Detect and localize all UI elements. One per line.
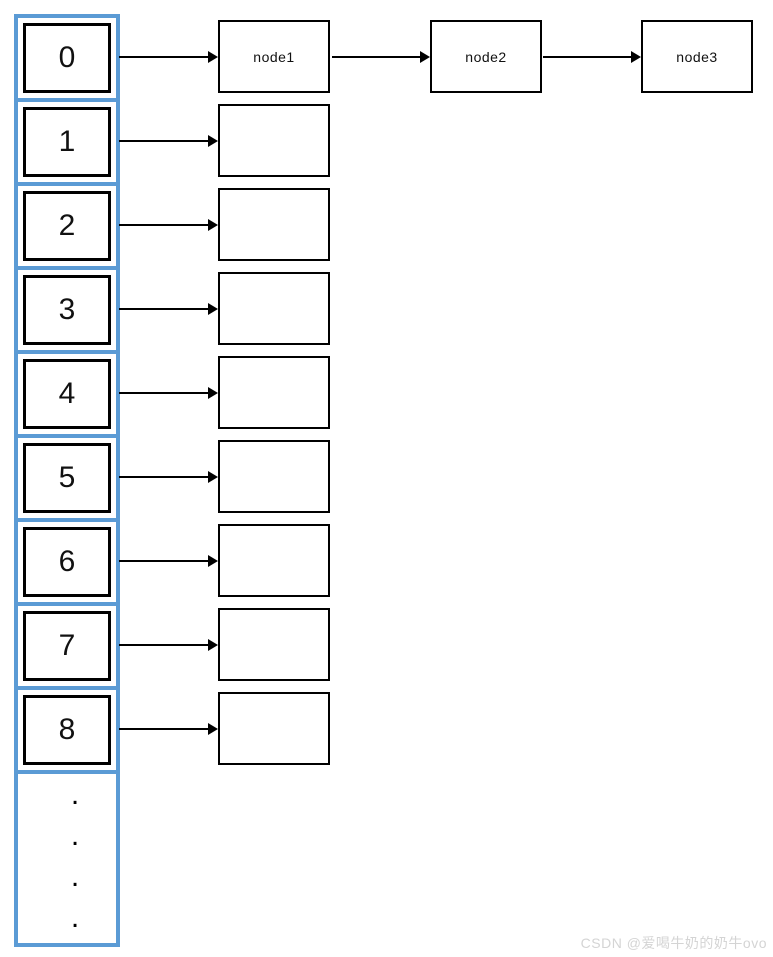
list-node-label: node1: [253, 48, 295, 65]
watermark-text: CSDN @爱喝牛奶的奶牛ovo: [580, 935, 767, 951]
list-node-box: [218, 440, 330, 513]
list-node-label: node2: [465, 48, 507, 65]
list-node-box: node3: [641, 20, 753, 93]
list-node-box: node2: [430, 20, 542, 93]
right-arrow-icon: [119, 219, 218, 231]
array-cell: 6: [14, 518, 120, 606]
bucket-index-label: 0: [58, 41, 76, 74]
list-node-box: [218, 608, 330, 681]
bucket-index-label: 2: [58, 209, 76, 242]
ellipsis-dot: .: [70, 901, 80, 934]
bucket-index-box: 0: [23, 23, 111, 93]
right-arrow-icon: [119, 135, 218, 147]
right-arrow-icon: [119, 555, 218, 567]
array-cell: 2: [14, 182, 120, 270]
list-node-box: [218, 104, 330, 177]
bucket-index-box: 7: [23, 611, 111, 681]
array-cell: 1: [14, 98, 120, 186]
array-cell: 7: [14, 602, 120, 690]
ellipsis-dot: .: [70, 860, 80, 893]
right-arrow-icon: [119, 639, 218, 651]
bucket-index-box: 8: [23, 695, 111, 765]
bucket-index-box: 5: [23, 443, 111, 513]
list-node-box: [218, 692, 330, 765]
right-arrow-icon: [119, 723, 218, 735]
bucket-index-box: 3: [23, 275, 111, 345]
bucket-index-label: 1: [58, 125, 76, 158]
right-arrow-icon: [543, 51, 641, 63]
right-arrow-icon: [119, 471, 218, 483]
array-cell: 5: [14, 434, 120, 522]
right-arrow-icon: [119, 387, 218, 399]
bucket-index-label: 6: [58, 545, 76, 578]
bucket-index-box: 6: [23, 527, 111, 597]
bucket-index-box: 2: [23, 191, 111, 261]
array-cell: 3: [14, 266, 120, 354]
list-node-box: node1: [218, 20, 330, 93]
bucket-index-label: 7: [58, 629, 76, 662]
bucket-index-box: 4: [23, 359, 111, 429]
bucket-index-label: 4: [58, 377, 76, 410]
array-cell: 4: [14, 350, 120, 438]
list-node-box: [218, 356, 330, 429]
right-arrow-icon: [332, 51, 430, 63]
ellipsis-dot: .: [70, 819, 80, 852]
list-node-box: [218, 524, 330, 597]
bucket-index-label: 3: [58, 293, 76, 326]
bucket-array: 0 1 2 3 4: [14, 14, 120, 774]
ellipsis-dot: .: [70, 778, 80, 811]
bucket-index-label: 8: [58, 713, 76, 746]
right-arrow-icon: [119, 303, 218, 315]
bucket-index-label: 5: [58, 461, 76, 494]
ellipsis-cell: . . . .: [14, 770, 120, 947]
array-cell: 8: [14, 686, 120, 774]
right-arrow-icon: [119, 51, 218, 63]
list-node-box: [218, 272, 330, 345]
list-node-label: node3: [676, 48, 718, 65]
array-cell: 0: [14, 14, 120, 102]
bucket-index-box: 1: [23, 107, 111, 177]
list-node-box: [218, 188, 330, 261]
